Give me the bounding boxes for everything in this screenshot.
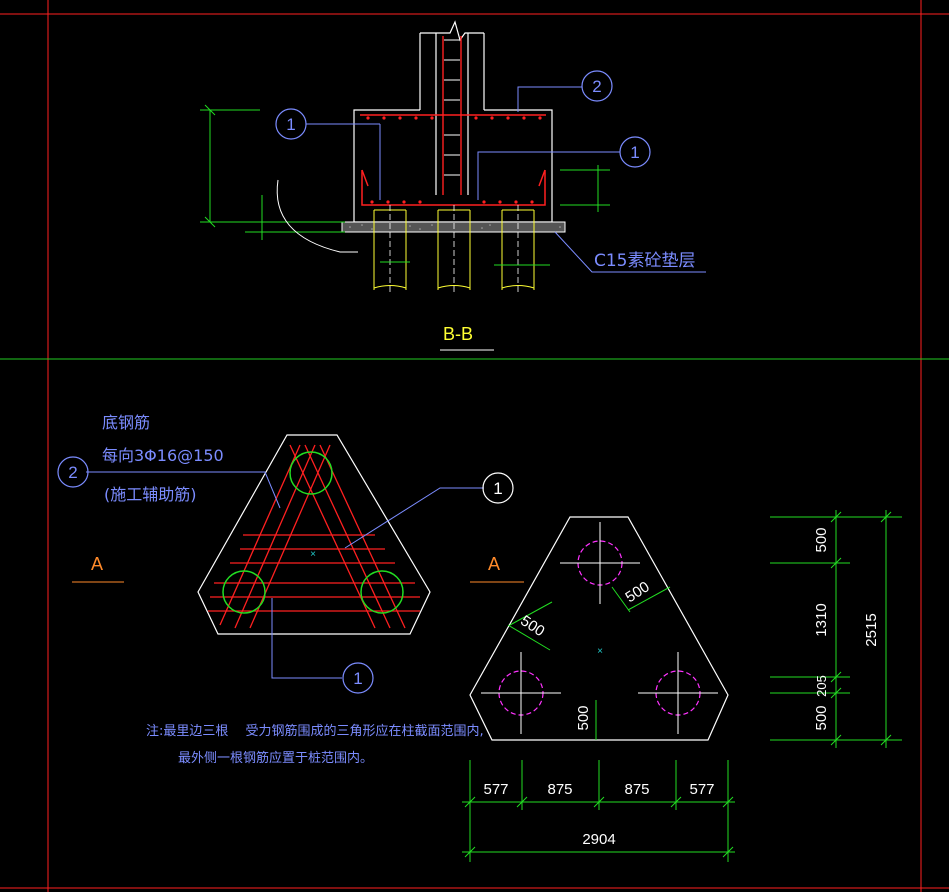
dim-bottom-4: 577	[689, 781, 714, 798]
rebar-title: 底钢筋	[102, 413, 150, 432]
right-dims	[770, 510, 902, 748]
section-bb: 1 2 1 C15素砼垫层 B-B	[200, 20, 706, 351]
rebar-spec: 每向3Φ16@150	[102, 446, 224, 465]
column	[419, 20, 485, 195]
dim-bottom-1: 577	[483, 781, 508, 798]
cap-outline-right	[469, 516, 729, 741]
dim-total-height: 2515	[863, 613, 880, 646]
bb-callout-circles	[275, 70, 651, 168]
bb-leaders	[306, 86, 706, 273]
center-mark-left: ×	[310, 549, 316, 560]
bottom-dims	[462, 760, 735, 862]
section-mark-left: A	[91, 554, 103, 574]
pile-centerlines	[389, 205, 519, 295]
dim-right-4: 500	[813, 705, 830, 730]
plan-left-leaders	[86, 471, 484, 679]
break-curve	[276, 179, 358, 253]
pile-circles-left	[222, 451, 404, 614]
section-title-bb: B-B	[443, 324, 473, 344]
center-mark-right: ×	[597, 646, 603, 657]
dim-500-right: 500	[622, 578, 652, 606]
callout-circle-1-top	[482, 472, 514, 504]
cushion-hatch	[349, 224, 561, 230]
dim-bottom-2: 875	[547, 781, 572, 798]
column-stirrups	[444, 39, 460, 176]
pile-crosshairs	[481, 522, 718, 734]
dim-bottom-3: 875	[624, 781, 649, 798]
plan-right: × 500 500 500 A	[462, 510, 902, 862]
callout-1-bottom: 1	[353, 669, 362, 688]
dim-right-2: 1310	[813, 603, 830, 636]
dim-total-width: 2904	[582, 831, 615, 848]
cap-rebar	[360, 114, 546, 206]
piles	[373, 209, 535, 290]
bb-callout-1a: 1	[286, 115, 295, 134]
note-line2: 最外侧一根钢筋应置于桩范围内。	[178, 750, 373, 766]
cushion-layer	[341, 221, 566, 233]
plan-left: × 2 1 1 底钢筋 每向3Φ16@150 (施工辅助筋) A 注:最里边三根…	[57, 413, 514, 766]
right-internal-dims	[507, 586, 671, 740]
bb-callout-2: 2	[592, 77, 601, 96]
callout-2: 2	[68, 463, 77, 482]
rebar-mesh	[208, 444, 420, 629]
section-mark-right: A	[488, 554, 500, 574]
dim-500-left: 500	[517, 612, 547, 640]
cushion-label: C15素砼垫层	[594, 251, 696, 271]
cap-rebar-dots	[366, 116, 542, 204]
bb-callout-1b: 1	[630, 143, 639, 162]
bb-dimensions	[200, 104, 610, 266]
callout-1-top: 1	[493, 479, 502, 498]
callout-circle-2	[57, 456, 89, 488]
dim-500-vertical: 500	[575, 705, 592, 730]
cap-outline-left	[197, 434, 431, 635]
dim-right-3: 205	[814, 675, 829, 697]
rebar-note: (施工辅助筋)	[104, 485, 197, 504]
callout-circle-1-bottom	[342, 662, 374, 694]
note-line1: 注:最里边三根 受力钢筋围成的三角形应在柱截面范围内,	[146, 723, 484, 739]
dim-right-1: 500	[813, 527, 830, 552]
